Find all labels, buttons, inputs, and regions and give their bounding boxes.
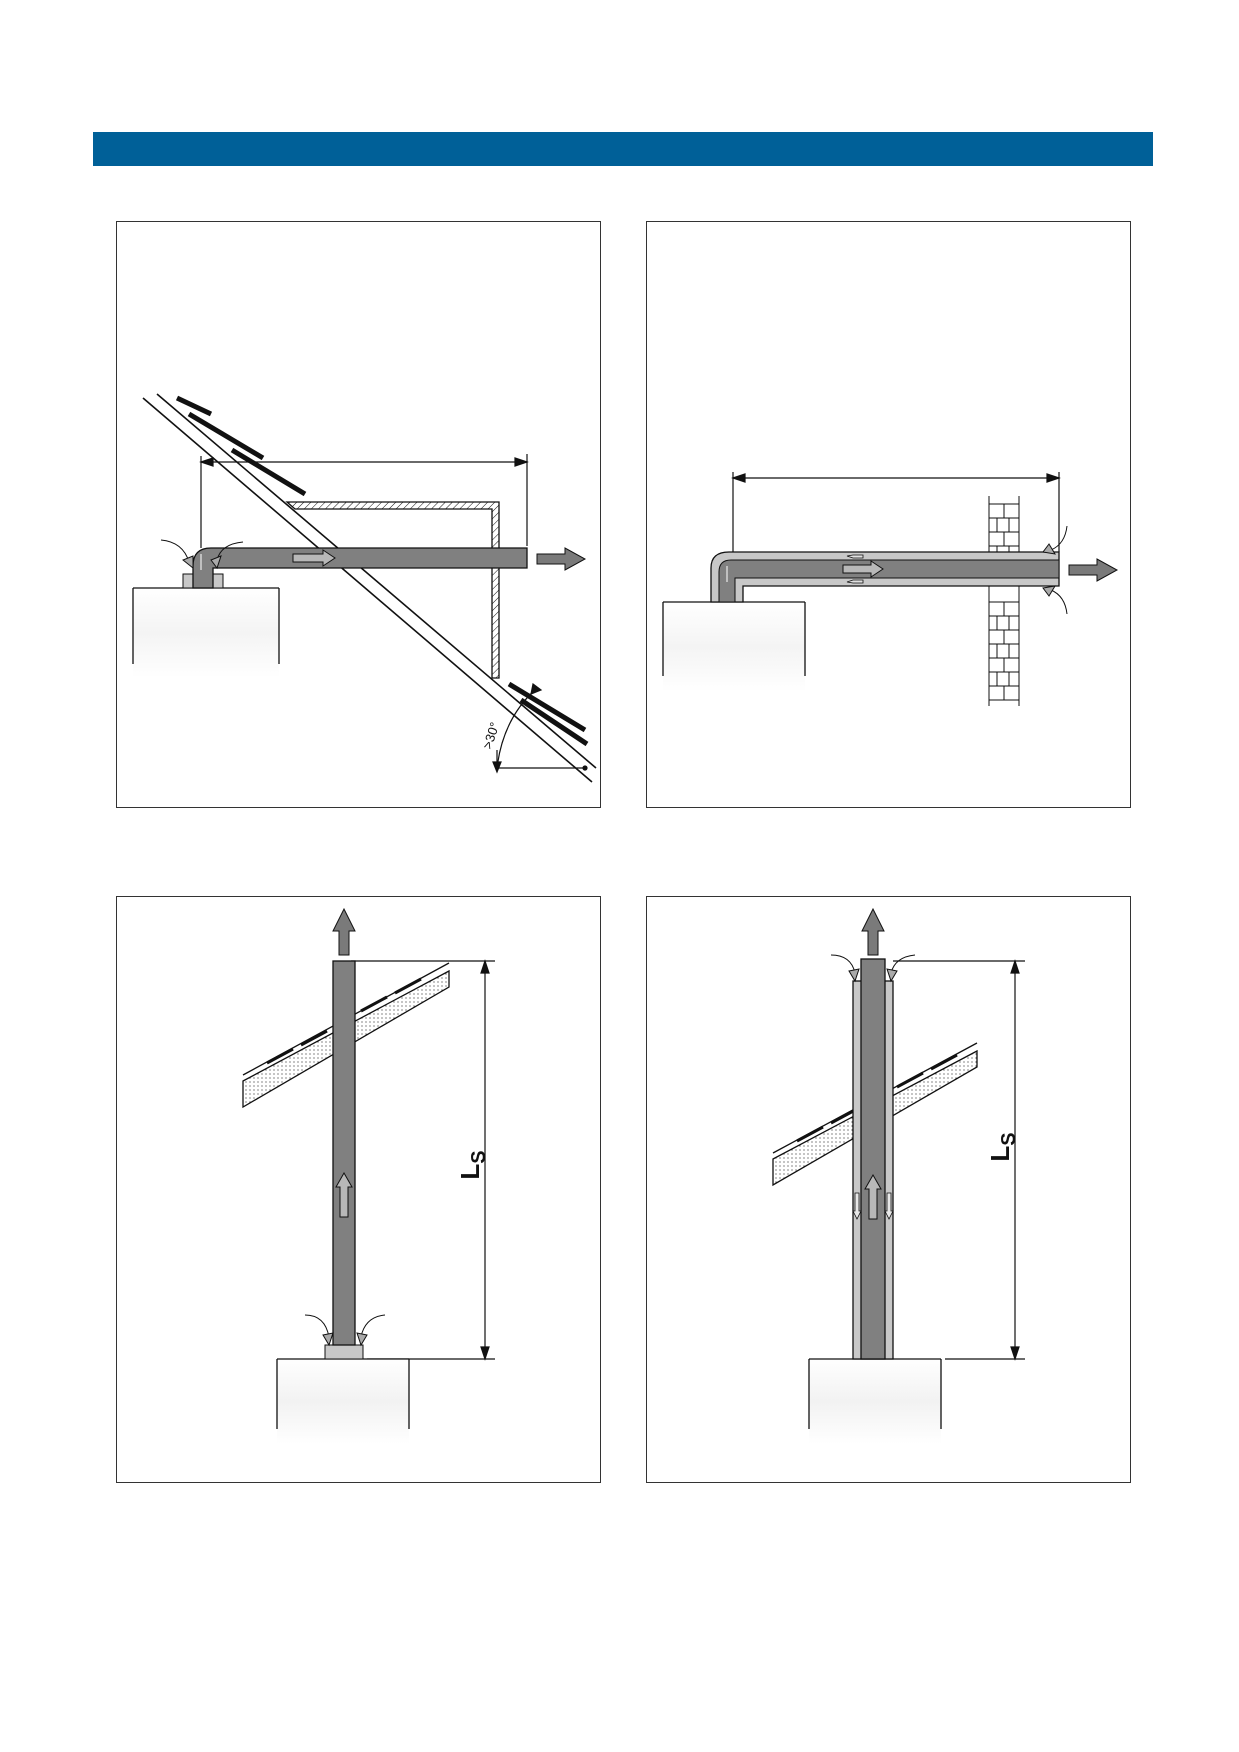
angle-label: >30° [480,720,503,751]
boiler-unit [808,1358,942,1444]
air-intake-small-arrows [846,554,864,584]
boiler-unit [662,601,806,692]
diagram-panel-roof-vertical-flue-single: LS [116,896,601,1483]
boiler-unit [132,573,280,678]
dimension-label-ls: LS [455,1150,490,1179]
flow-arrow-inside [335,1171,353,1218]
air-intake-arrows-outside [1042,525,1068,615]
flow-arrow-inside [864,1173,882,1220]
dimension-label-ls: LS [985,1132,1020,1161]
air-intake-arrows [160,539,244,570]
brick-wall [988,496,1020,706]
diagram-panel-roof-vertical-flue-concentric: LS [646,896,1131,1483]
roof-vertical-flue-concentric-drawing: LS [772,907,1025,1444]
wall-horizontal-flue-drawing [662,472,1119,706]
exhaust-arrow [536,547,587,571]
flue-pipe [332,960,356,1346]
diagram-panel-wall-horizontal-flue [646,221,1131,808]
boiler-unit [276,1344,410,1444]
dimension-line-horizontal [199,454,529,548]
roof-horizontal-flue-drawing: >30° [132,393,597,783]
dimension-line-vertical [893,959,1025,1361]
diagram-panel-roof-horizontal-flue: >30° [116,221,601,808]
dimension-line-horizontal [731,472,1061,574]
flue-pipe [192,547,528,589]
air-intake-arrows [304,1314,386,1347]
air-intake-small-arrows [852,1192,894,1220]
exhaust-arrow [332,907,356,956]
exhaust-arrow [1068,558,1119,582]
roof-vertical-flue-single-drawing: LS [242,907,495,1444]
exhaust-arrow [861,907,885,956]
flow-arrow-inside [842,560,884,578]
roof-angle-annotation [492,682,588,774]
dormer-structure [285,501,500,679]
concentric-flue-pipe [852,958,894,1360]
concentric-flue-pipe [710,551,1060,603]
flow-arrow-inside [292,549,336,567]
header-bar [93,132,1153,166]
air-intake-arrows [830,954,916,983]
roof-tiles [175,395,589,747]
